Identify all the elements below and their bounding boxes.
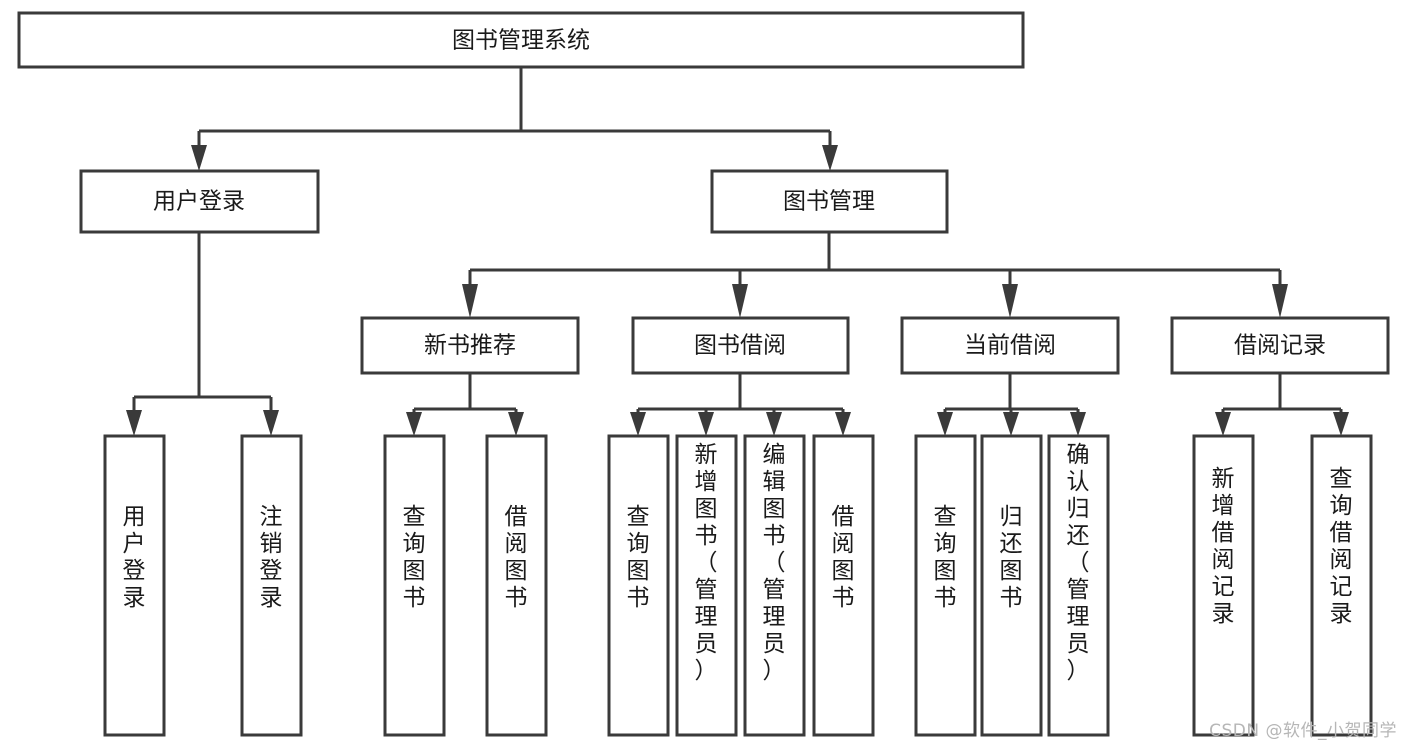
leaf-label: 借阅图书 (832, 504, 855, 611)
leaf-node[interactable]: 用户登录 (103, 434, 166, 737)
node-new-book-recommend-box[interactable] (360, 316, 580, 375)
connector-borrow-record-to-leaves (1215, 373, 1349, 436)
arrow-head-icon (1215, 412, 1231, 436)
leaf-node[interactable]: 查询借阅记录 (1310, 434, 1373, 737)
connector-root-to-level1 (191, 67, 838, 171)
leaf-node[interactable]: 新增借阅记录 (1192, 434, 1255, 737)
leaf-node[interactable]: 查询图书 (914, 434, 977, 737)
leaf-node[interactable]: 注销登录 (240, 434, 303, 737)
leaf-box[interactable] (240, 434, 303, 737)
arrow-head-icon (1272, 284, 1288, 318)
leaf-label: 新增借阅记录 (1212, 466, 1235, 627)
node-book-management-label: 图书管理 (783, 189, 875, 215)
leaf-box[interactable] (1310, 434, 1373, 737)
node-borrow-record-label: 借阅记录 (1234, 333, 1326, 359)
leaf-box[interactable] (383, 434, 446, 737)
leaf-label: 用户登录 (123, 504, 146, 611)
leaf-label: 新增图书（管理员） (695, 442, 718, 684)
arrow-head-icon (1333, 412, 1349, 436)
leaf-node[interactable]: 借阅图书 (812, 434, 875, 737)
leaf-box[interactable] (607, 434, 670, 737)
leaf-node[interactable]: 新增图书（管理员） (675, 434, 738, 737)
leaf-box[interactable] (485, 434, 548, 737)
leaf-label: 查询图书 (403, 504, 426, 611)
node-root-label: 图书管理系统 (452, 28, 590, 54)
arrow-head-icon (508, 412, 524, 436)
leaf-label: 查询图书 (627, 504, 650, 611)
leaf-label: 注销登录 (260, 504, 283, 611)
leaf-node[interactable]: 查询图书 (607, 434, 670, 737)
node-current-borrow[interactable]: 当前借阅 (900, 316, 1120, 375)
arrow-head-icon (698, 412, 714, 436)
arrow-head-icon (822, 145, 838, 171)
node-book-borrow[interactable]: 图书借阅 (631, 316, 850, 375)
node-current-borrow-label: 当前借阅 (964, 333, 1056, 359)
node-current-borrow-box[interactable] (900, 316, 1120, 375)
arrow-head-icon (1003, 412, 1019, 436)
leaf-node[interactable]: 编辑图书（管理员） (743, 434, 806, 737)
arrow-head-icon (462, 284, 478, 318)
leaf-label: 查询借阅记录 (1330, 466, 1353, 627)
connector-user-login-to-leaves (126, 232, 279, 436)
arrow-head-icon (191, 145, 207, 171)
arrow-head-icon (630, 412, 646, 436)
leaf-box[interactable] (103, 434, 166, 737)
leaf-label: 查询图书 (934, 504, 957, 611)
connector-book-management-to-level2 (462, 232, 1288, 318)
leaf-box[interactable] (1192, 434, 1255, 737)
leaf-node[interactable]: 确认归还（管理员） (1047, 434, 1110, 737)
arrow-head-icon (126, 410, 142, 436)
node-user-login-label: 用户登录 (153, 189, 245, 215)
node-borrow-record[interactable]: 借阅记录 (1170, 316, 1390, 375)
node-root-box[interactable] (17, 11, 1025, 69)
node-book-management[interactable]: 图书管理 (710, 169, 949, 234)
node-new-book-recommend[interactable]: 新书推荐 (360, 316, 580, 375)
arrow-head-icon (766, 412, 782, 436)
leaf-box[interactable] (1047, 434, 1110, 737)
leaf-box[interactable] (914, 434, 977, 737)
node-new-book-recommend-label: 新书推荐 (424, 333, 516, 359)
leaf-label: 确认归还（管理员） (1067, 442, 1090, 684)
leaf-node[interactable]: 归还图书 (980, 434, 1043, 737)
connector-current-borrow-to-leaves (937, 373, 1086, 436)
node-root[interactable]: 图书管理系统 (17, 11, 1025, 69)
leaf-box[interactable] (743, 434, 806, 737)
leaf-node[interactable]: 查询图书 (383, 434, 446, 737)
leaf-label: 归还图书 (1000, 504, 1023, 611)
leaf-box[interactable] (980, 434, 1043, 737)
node-user-login[interactable]: 用户登录 (79, 169, 320, 234)
leaf-box[interactable] (812, 434, 875, 737)
arrow-head-icon (937, 412, 953, 436)
arrow-head-icon (263, 410, 279, 436)
connector-book-borrow-to-leaves (630, 373, 851, 436)
arrow-head-icon (835, 412, 851, 436)
leaf-label: 编辑图书（管理员） (763, 442, 786, 684)
arrow-head-icon (406, 412, 422, 436)
node-book-borrow-label: 图书借阅 (694, 333, 786, 359)
arrow-head-icon (1002, 284, 1018, 318)
connector-new-book-recommend-to-leaves (406, 373, 524, 436)
arrow-head-icon (732, 284, 748, 318)
leaf-box[interactable] (675, 434, 738, 737)
leaf-node[interactable]: 借阅图书 (485, 434, 548, 737)
arrow-head-icon (1070, 412, 1086, 436)
leaf-label: 借阅图书 (505, 504, 528, 611)
node-user-login-box[interactable] (79, 169, 320, 234)
